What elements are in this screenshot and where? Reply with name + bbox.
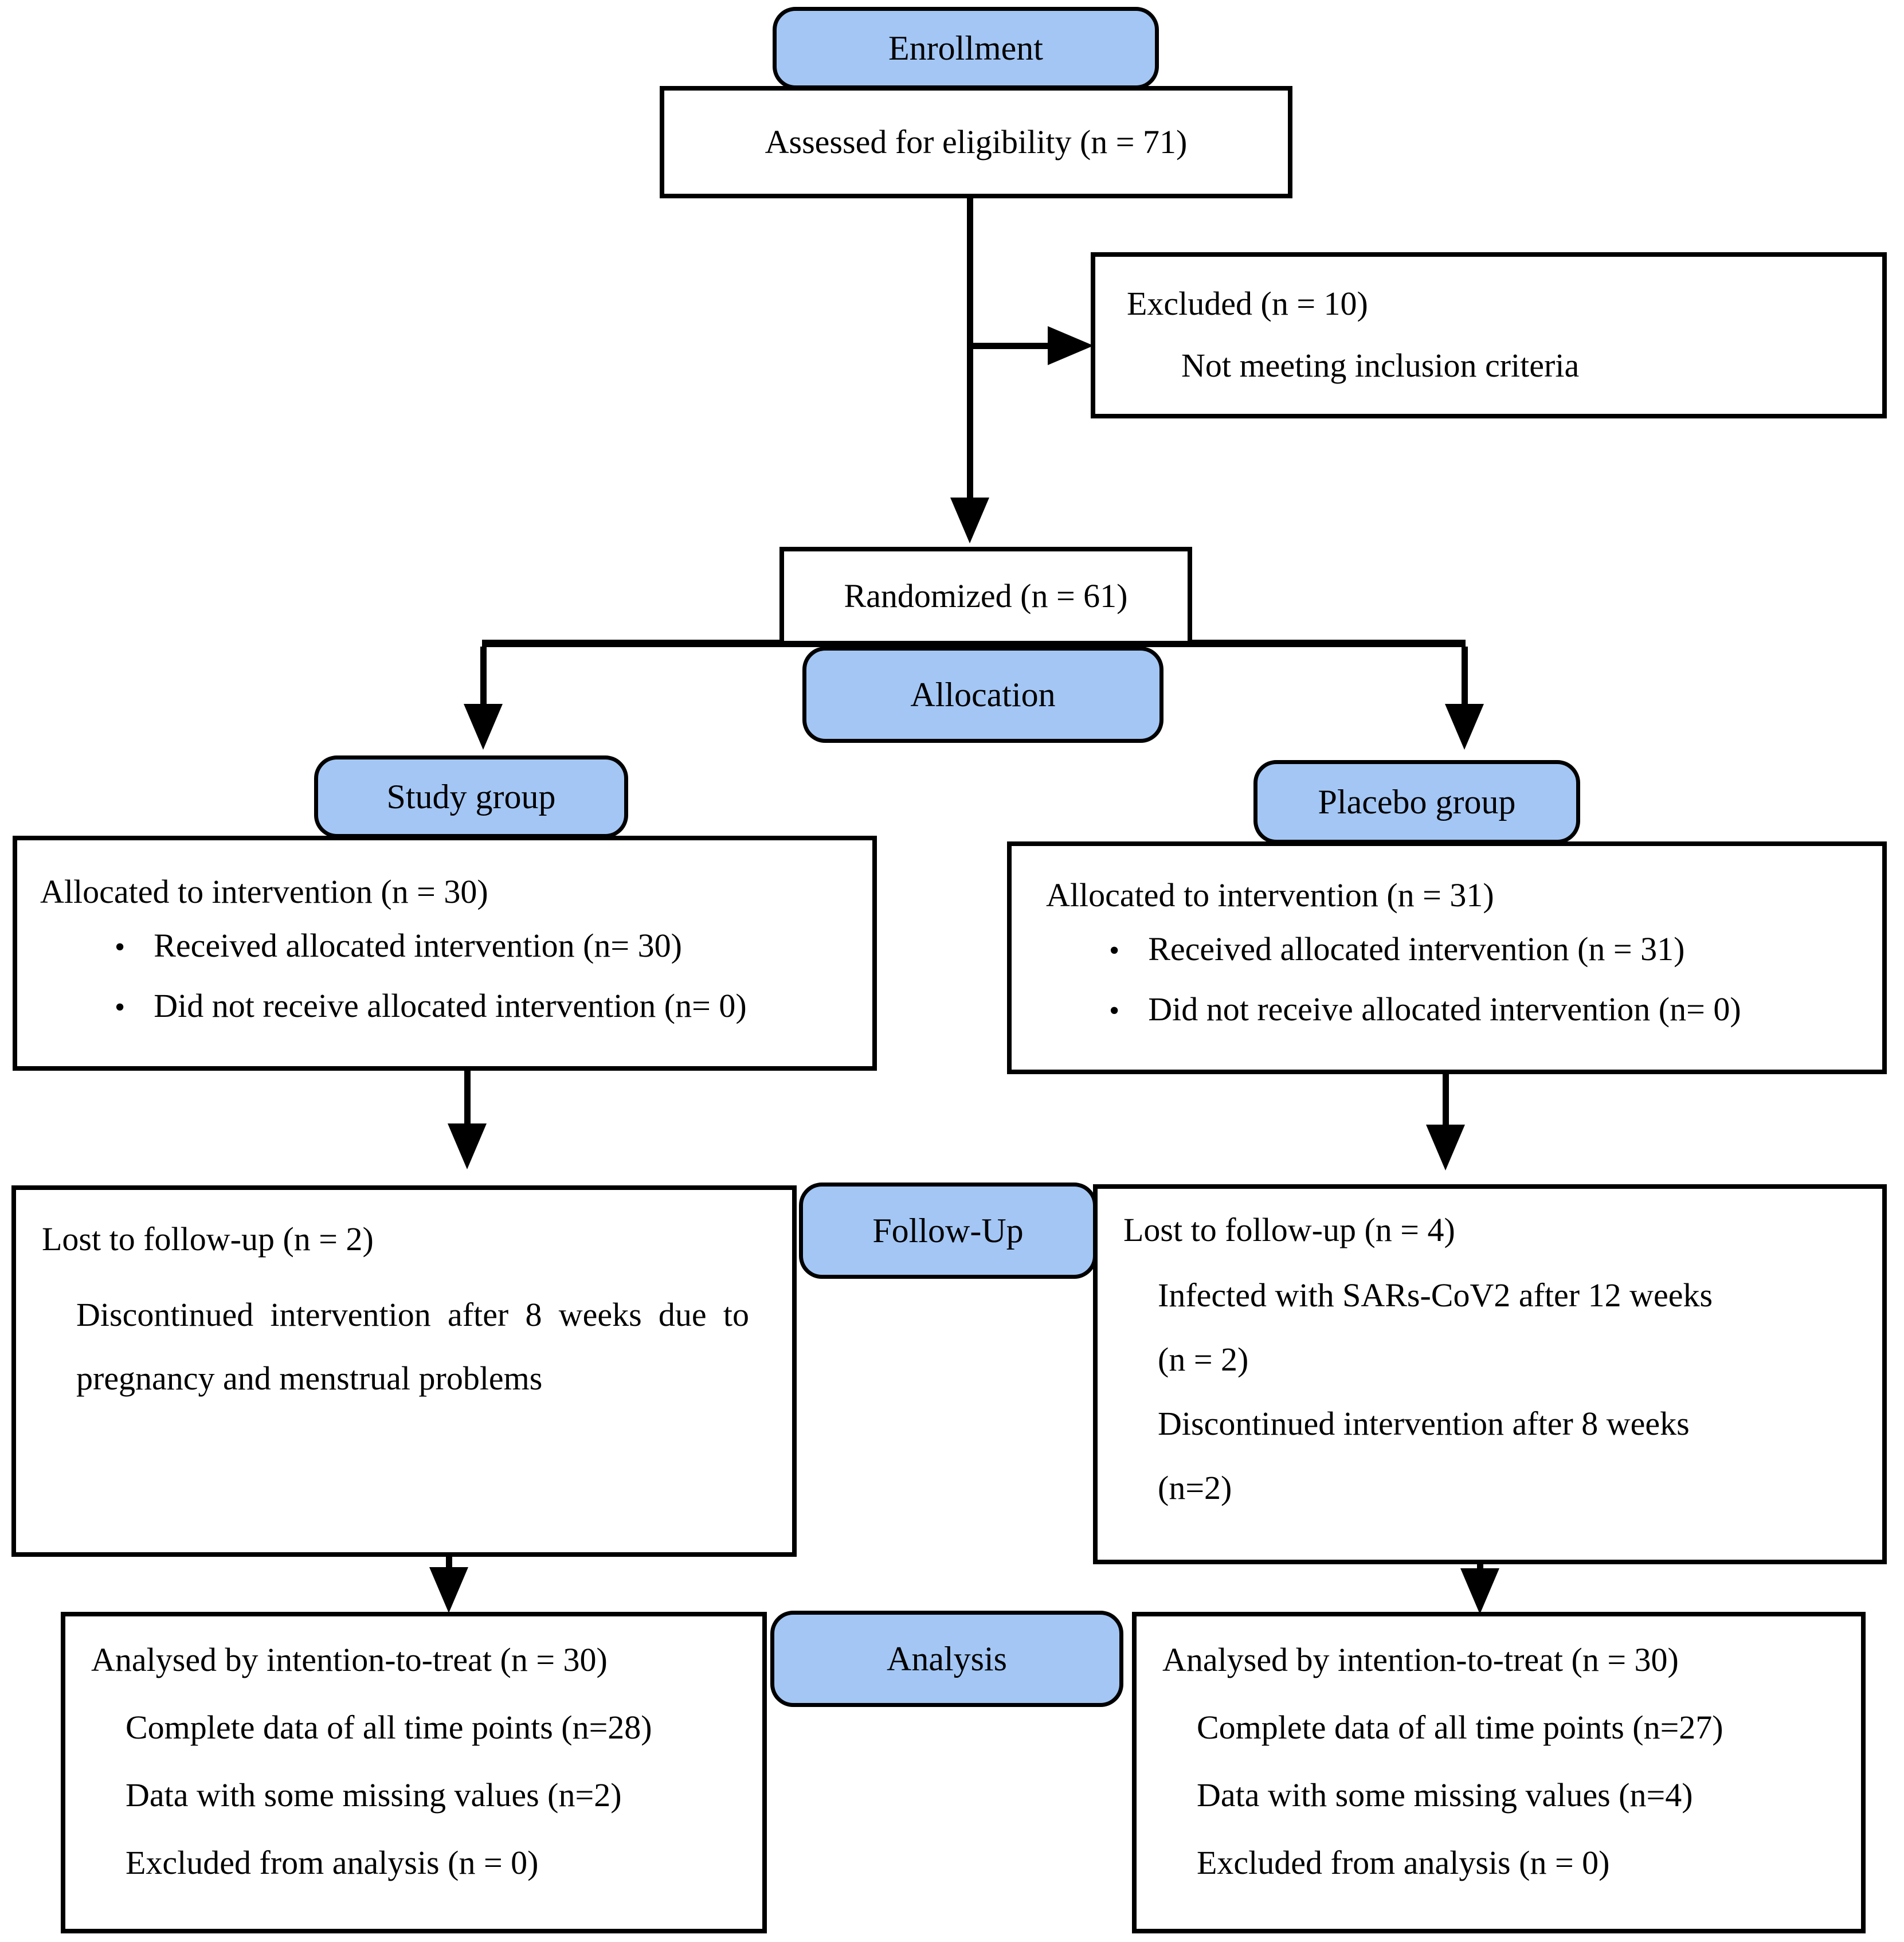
excluded-reason: Not meeting inclusion criteria [1181, 347, 1580, 384]
arrow-to-excluded-head [1048, 326, 1094, 365]
arrow-placebo-to-analysis-line [1477, 1558, 1483, 1571]
excluded-title: Excluded (n = 10) [1127, 285, 1368, 322]
arrow-study-to-followup-head [448, 1123, 487, 1169]
arrow-to-placebo-head [1445, 704, 1484, 750]
analysis-badge: Analysis [770, 1611, 1123, 1707]
study-analysis-title: Analysed by intention-to-treat (n = 30) [91, 1641, 608, 1678]
study-allocation-bullet-1: Received allocated intervention (n= 30) [154, 927, 682, 964]
placebo-followup-title: Lost to follow-up (n = 4) [1123, 1211, 1455, 1248]
study-group-badge: Study group [314, 755, 628, 838]
randomized-box: Randomized (n = 61) [779, 547, 1192, 645]
placebo-followup-box: Lost to follow-up (n = 4) Infected with … [1093, 1184, 1887, 1564]
follow-up-badge: Follow-Up [799, 1183, 1097, 1279]
study-allocation-bullet-2: Did not receive allocated intervention (… [154, 987, 747, 1024]
list-item: • Received allocated intervention (n= 30… [115, 925, 872, 968]
arrow-to-excluded-line [970, 343, 1051, 349]
arrow-to-study-line [480, 647, 487, 705]
arrow-to-study-head [464, 704, 503, 750]
arrow-study-to-analysis-head [429, 1567, 468, 1613]
study-followup-title: Lost to follow-up (n = 2) [42, 1220, 374, 1258]
placebo-allocation-bullet-1: Received allocated intervention (n = 31) [1148, 930, 1685, 968]
list-item: • Received allocated intervention (n = 3… [1109, 929, 1882, 972]
placebo-analysis-box: Analysed by intention-to-treat (n = 30) … [1132, 1612, 1866, 1933]
placebo-followup-detail-1: Infected with SARs-CoV2 after 12 weeks [1158, 1277, 1713, 1314]
list-item: • Did not receive allocated intervention… [1109, 989, 1882, 1032]
placebo-followup-detail-4: (n=2) [1158, 1469, 1232, 1506]
study-allocation-title: Allocated to intervention (n = 30) [40, 873, 488, 910]
placebo-followup-detail-2: (n = 2) [1158, 1341, 1249, 1378]
placebo-followup-detail-3: Discontinued intervention after 8 weeks [1158, 1405, 1690, 1442]
placebo-analysis-item-1: Complete data of all time points (n=27) [1197, 1709, 1723, 1746]
arrow-placebo-to-analysis-head [1460, 1568, 1499, 1614]
list-item: • Did not receive allocated intervention… [115, 985, 872, 1028]
study-analysis-item-2: Data with some missing values (n=2) [126, 1776, 622, 1814]
study-analysis-item-1: Complete data of all time points (n=28) [126, 1709, 652, 1746]
placebo-analysis-title: Analysed by intention-to-treat (n = 30) [1162, 1641, 1679, 1678]
placebo-analysis-item-3: Excluded from analysis (n = 0) [1197, 1844, 1610, 1881]
arrow-placebo-to-followup-line [1443, 1073, 1449, 1126]
study-analysis-item-3: Excluded from analysis (n = 0) [126, 1844, 539, 1881]
placebo-analysis-item-2: Data with some missing values (n=4) [1197, 1776, 1693, 1814]
arrow-to-placebo-line [1462, 647, 1468, 705]
excluded-box: Excluded (n = 10) Not meeting inclusion … [1091, 252, 1887, 418]
assessed-box: Assessed for eligibility (n = 71) [660, 86, 1292, 198]
study-followup-box: Lost to follow-up (n = 2) Discontinued i… [11, 1185, 797, 1557]
placebo-allocation-bullet-2: Did not receive allocated intervention (… [1148, 990, 1741, 1028]
placebo-allocation-box: Allocated to intervention (n = 31) • Rec… [1007, 841, 1887, 1074]
study-followup-detail: Discontinued intervention after 8 weeks … [76, 1296, 749, 1397]
study-allocation-box: Allocated to intervention (n = 30) • Rec… [13, 836, 877, 1071]
bullet-icon: • [115, 991, 126, 1024]
enrollment-badge: Enrollment [773, 7, 1159, 89]
bullet-icon: • [1109, 995, 1120, 1027]
placebo-group-badge: Placebo group [1253, 760, 1580, 844]
placebo-allocation-title: Allocated to intervention (n = 31) [1046, 876, 1494, 914]
allocation-badge: Allocation [802, 647, 1163, 743]
bullet-icon: • [1109, 934, 1120, 967]
arrow-study-to-analysis-line [446, 1556, 452, 1571]
arrow-placebo-to-followup-head [1426, 1125, 1465, 1170]
arrow-assessed-to-randomized-head [950, 498, 989, 543]
arrow-study-to-followup-line [464, 1070, 471, 1125]
study-analysis-box: Analysed by intention-to-treat (n = 30) … [61, 1612, 767, 1933]
bullet-icon: • [115, 931, 126, 964]
